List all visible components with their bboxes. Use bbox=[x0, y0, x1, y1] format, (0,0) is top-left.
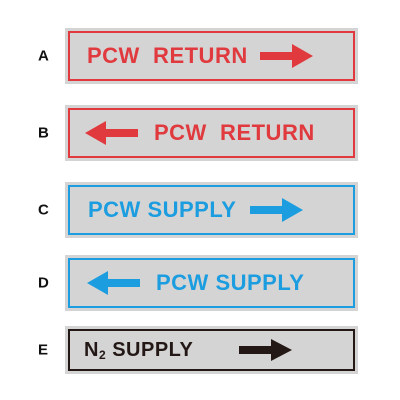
sign-plate-a: PCW RETURN bbox=[65, 28, 358, 84]
label-subscript: 2 bbox=[98, 347, 107, 362]
label-n: N bbox=[84, 338, 99, 361]
sign-plate-d: PCW SUPPLY bbox=[65, 255, 358, 311]
sign-border-d: PCW SUPPLY bbox=[68, 258, 355, 308]
sign-label-e: N2 SUPPLY bbox=[84, 339, 193, 362]
sign-row-a: A PCW RETURN bbox=[0, 26, 400, 86]
arrow-left-icon bbox=[85, 121, 138, 145]
sign-plate-b: PCW RETURN bbox=[65, 105, 358, 161]
sign-plate-c: PCW SUPPLY bbox=[65, 182, 358, 238]
sign-border-e: N2 SUPPLY bbox=[68, 329, 355, 371]
sign-border-c: PCW SUPPLY bbox=[68, 185, 355, 235]
sign-row-e: E N2 SUPPLY bbox=[0, 322, 400, 378]
arrow-right-icon bbox=[239, 339, 293, 361]
label-supply: SUPPLY bbox=[106, 338, 194, 361]
sign-row-c: C PCW SUPPLY bbox=[0, 180, 400, 240]
row-letter-a: A bbox=[38, 47, 49, 65]
sign-label-c: PCW SUPPLY bbox=[88, 197, 237, 222]
sign-border-a: PCW RETURN bbox=[68, 31, 355, 81]
arrow-right-icon bbox=[250, 198, 304, 222]
sign-label-a: PCW RETURN bbox=[87, 43, 248, 68]
sign-plate-e: N2 SUPPLY bbox=[65, 326, 358, 374]
sign-row-b: B PCW RETURN bbox=[0, 103, 400, 163]
sign-row-d: D PCW SUPPLY bbox=[0, 253, 400, 313]
row-letter-d: D bbox=[38, 274, 49, 292]
arrow-right-icon bbox=[259, 44, 313, 68]
row-letter-e: E bbox=[38, 341, 49, 359]
sign-label-d: PCW SUPPLY bbox=[156, 270, 305, 295]
sign-label-b: PCW RETURN bbox=[154, 120, 315, 145]
row-letter-c: C bbox=[38, 201, 49, 219]
row-letter-b: B bbox=[38, 124, 49, 142]
sign-border-b: PCW RETURN bbox=[68, 108, 355, 158]
arrow-left-icon bbox=[87, 271, 140, 295]
